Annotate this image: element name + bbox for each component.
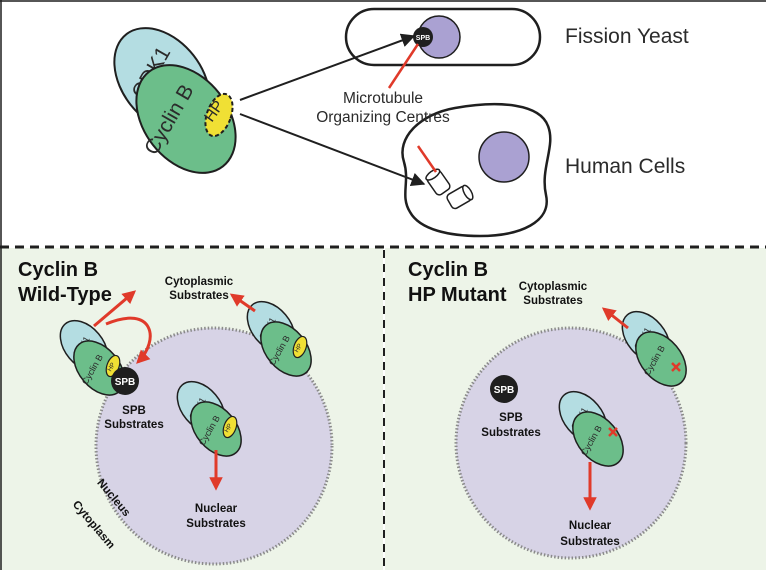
wt-cyto-label-line2: Substrates xyxy=(169,290,228,302)
wt-spb xyxy=(111,367,139,395)
mut-cyto-arrow xyxy=(601,307,629,330)
wt-spb-substrates-line1: SPB xyxy=(122,405,146,417)
mtoc-pointer-yeast xyxy=(387,43,420,89)
wt-spb-curved-arrow xyxy=(105,316,152,364)
arrow-to-yeast xyxy=(239,33,416,101)
wt-spb-substrates-line2: Substrates xyxy=(104,419,163,431)
top-complex: CDK1 Cyclin B HP xyxy=(113,27,237,174)
wt-spb-hp-label: HP xyxy=(106,362,117,373)
mtoc-label-line1: Microtubule xyxy=(343,90,423,107)
fission-yeast-cell: SPB xyxy=(344,7,542,67)
mut-title-line2: HP Mutant xyxy=(408,284,507,306)
wt-spb-to-cyto-arrow xyxy=(93,290,137,328)
mut-nuclear-label-line1: Nuclear xyxy=(569,520,612,532)
human-cell xyxy=(401,103,552,238)
mtoc-label-line2: Organizing Centres xyxy=(316,109,450,126)
fission-yeast-label: Fission Yeast xyxy=(565,25,689,48)
wt-nuc-hp-label: HP xyxy=(223,423,234,434)
mut-cyto-label-line1: Cytoplasmic xyxy=(519,281,588,293)
mut-cyto-label-line2: Substrates xyxy=(523,295,582,307)
cyclin-b-shape xyxy=(135,64,237,174)
mut-title-line1: Cyclin B xyxy=(408,259,488,281)
wt-nuclear-label-line1: Nuclear xyxy=(195,503,238,515)
wt-spb-label: SPB xyxy=(115,377,136,388)
mut-spb-substrates-line2: Substrates xyxy=(481,427,540,439)
human-cells-label: Human Cells xyxy=(565,155,685,178)
wt-cyto-hp-label: HP xyxy=(293,343,304,354)
mut-spb xyxy=(490,375,518,403)
mtoc-pointer-human xyxy=(416,145,438,173)
yeast-spb xyxy=(413,27,433,47)
mut-nuclear-label-line2: Substrates xyxy=(560,536,619,548)
mut-cyto-cross-icon xyxy=(671,362,681,372)
wt-cyto-arrow xyxy=(229,293,256,313)
centriole-1 xyxy=(425,168,451,196)
arrow-to-human xyxy=(239,113,426,187)
wt-nuclear-label-line2: Substrates xyxy=(186,518,245,530)
mut-cyto-complex: CDK1 Cyclin B xyxy=(621,310,687,387)
mut-spb-substrates-line1: SPB xyxy=(499,412,523,424)
mut-nuc-cross-icon xyxy=(608,427,618,437)
centriole-2 xyxy=(446,184,474,210)
wt-title-line2: Wild-Type xyxy=(18,284,112,306)
hp-patch xyxy=(204,92,234,138)
wt-title-line1: Cyclin B xyxy=(18,259,98,281)
mut-spb-label: SPB xyxy=(494,385,515,396)
wt-cyto-label-line1: Cytoplasmic xyxy=(165,276,234,288)
mut-nuclear-complex: CDK1 Cyclin B xyxy=(558,390,624,467)
yeast-spb-label: SPB xyxy=(416,35,430,42)
wt-nuclear-complex: CDK1 Cyclin B HP xyxy=(176,380,242,457)
wt-cyto-complex: CDK1 Cyclin B HP xyxy=(246,300,312,377)
human-nucleus xyxy=(478,131,530,183)
